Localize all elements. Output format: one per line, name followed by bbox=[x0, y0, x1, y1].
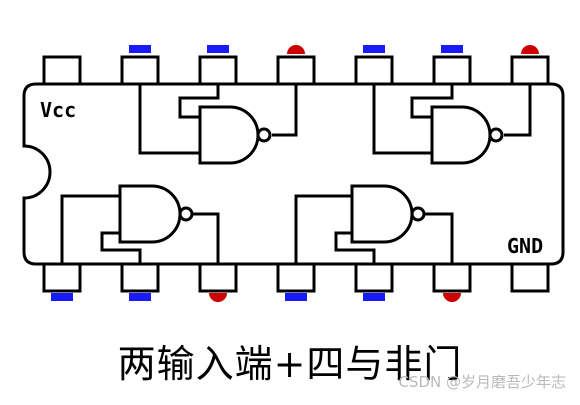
bottom-pin-1-input-marker bbox=[51, 293, 73, 301]
bottom-pin-5 bbox=[354, 262, 394, 293]
wire-1 bbox=[138, 84, 200, 155]
internal-wiring bbox=[60, 84, 532, 264]
bottom-pin-6 bbox=[432, 262, 472, 293]
gate-bottom-right-body bbox=[350, 184, 414, 244]
pin-row bbox=[42, 45, 550, 302]
top-pin-3-input-marker bbox=[207, 45, 229, 53]
top-pin-2 bbox=[120, 55, 160, 86]
chip-body bbox=[22, 82, 565, 266]
bottom-pin-1 bbox=[42, 262, 82, 293]
wire-8 bbox=[100, 231, 142, 264]
bottom-pin-2 bbox=[120, 262, 160, 293]
wire-12 bbox=[425, 212, 454, 264]
gate-top-left-body bbox=[198, 105, 260, 165]
chip-outline bbox=[22, 82, 565, 266]
bottom-pin-6-output-marker bbox=[443, 293, 461, 302]
gate-top-left-bubble bbox=[256, 127, 272, 143]
bottom-pin-3-output-marker bbox=[209, 293, 227, 302]
top-pin-7-output-marker bbox=[521, 45, 539, 54]
top-pin-5 bbox=[354, 55, 394, 86]
wire-11 bbox=[334, 231, 376, 264]
bottom-pin-7 bbox=[510, 262, 550, 293]
top-pin-4 bbox=[276, 55, 316, 86]
gnd-label: GND bbox=[507, 234, 543, 258]
bottom-pin-4 bbox=[276, 262, 316, 293]
top-pin-6-input-marker bbox=[441, 45, 463, 53]
top-pin-7 bbox=[510, 55, 550, 86]
wire-5 bbox=[410, 84, 454, 119]
top-pin-4-output-marker bbox=[287, 45, 305, 54]
wire-10 bbox=[294, 194, 352, 264]
wire-4 bbox=[372, 84, 432, 155]
watermark: CSDN @岁月磨吾少年志 bbox=[398, 373, 566, 391]
gate-bottom-left-bubble bbox=[178, 206, 194, 222]
gate-top-right-body bbox=[430, 105, 492, 165]
vcc-label: Vcc bbox=[40, 98, 76, 122]
wire-2 bbox=[178, 84, 220, 119]
bottom-pin-3 bbox=[198, 262, 238, 293]
wire-9 bbox=[193, 212, 220, 264]
top-pin-6 bbox=[432, 55, 472, 86]
gate-top-right-bubble bbox=[488, 127, 504, 143]
gate-bottom-right-bubble bbox=[410, 206, 426, 222]
top-pin-3 bbox=[198, 55, 238, 86]
wire-7 bbox=[60, 194, 120, 264]
nand-gates bbox=[118, 105, 504, 244]
top-pin-5-input-marker bbox=[363, 45, 385, 53]
bottom-pin-5-input-marker bbox=[363, 293, 385, 301]
wire-3 bbox=[272, 84, 298, 137]
top-pin-2-input-marker bbox=[129, 45, 151, 53]
diagram-caption: 两输入端+四与非门 bbox=[117, 342, 463, 386]
top-pin-1 bbox=[42, 55, 82, 86]
gate-bottom-left-body bbox=[118, 184, 182, 244]
bottom-pin-4-input-marker bbox=[285, 293, 307, 301]
bottom-pin-2-input-marker bbox=[129, 293, 151, 301]
wire-6 bbox=[504, 84, 532, 137]
